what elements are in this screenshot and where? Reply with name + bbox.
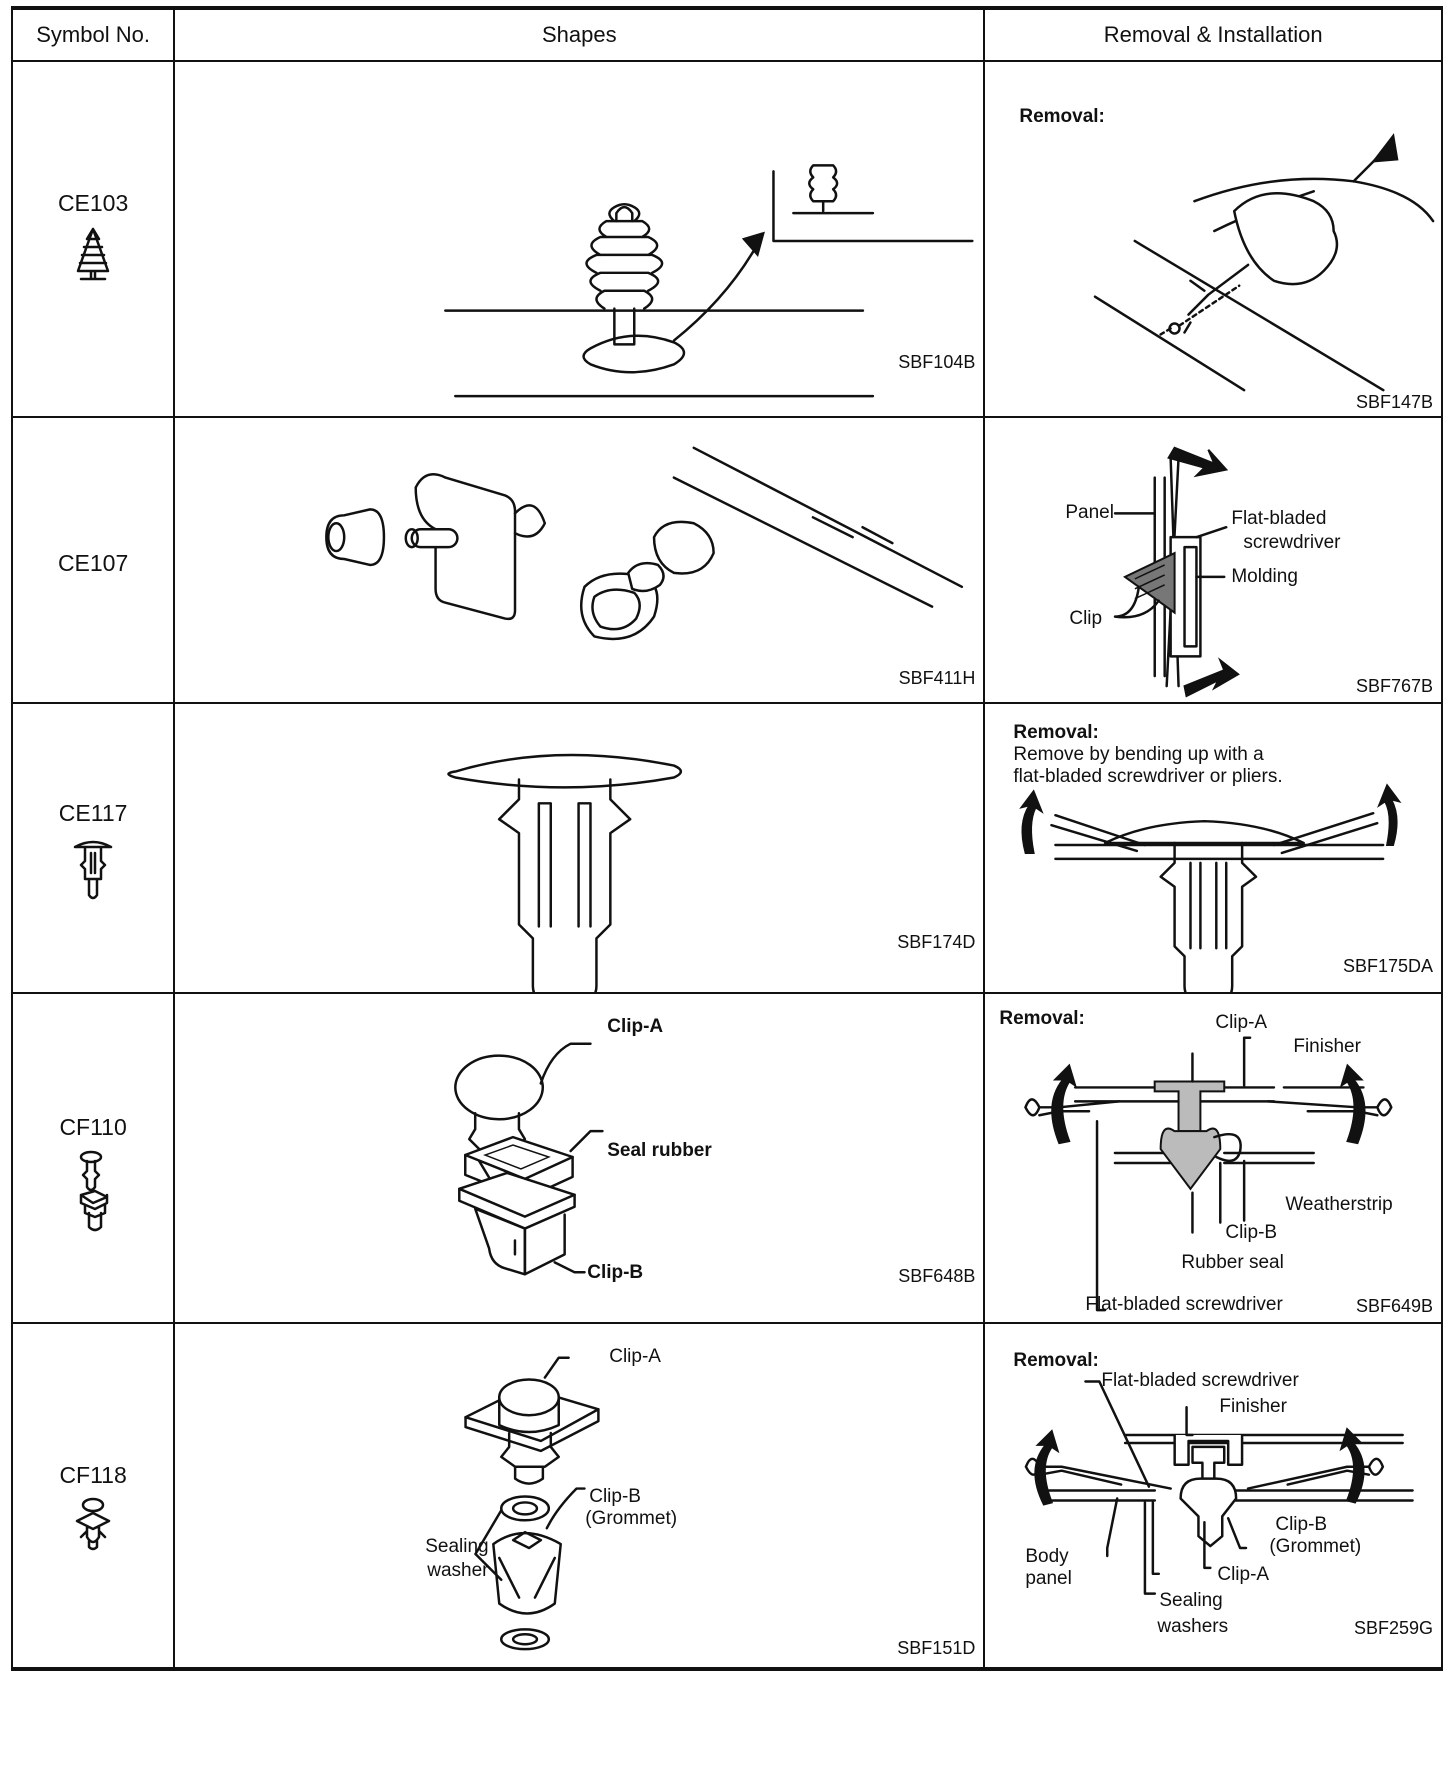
label-weatherstrip: Weatherstrip xyxy=(1285,1194,1393,1215)
symbol-cell: CE117 xyxy=(10,702,176,994)
label-clip-a: Clip-A xyxy=(609,1346,661,1367)
label-clip-a: Clip-A xyxy=(607,1016,664,1037)
label-finisher: Finisher xyxy=(1293,1036,1361,1057)
header-shapes: Shapes xyxy=(173,6,986,62)
clip-reference-table: Symbol No. Shapes Removal & Installation… xyxy=(10,6,1443,1671)
figure-code: SBF649B xyxy=(1355,1296,1433,1316)
cf118-symbol-icon xyxy=(75,1497,111,1551)
removal-cell: Panel Flat-bladed screwdriver Molding Cl… xyxy=(983,416,1443,704)
label-clip-a: Clip-A xyxy=(1215,1012,1268,1033)
label-flat-bladed-screwdriver: Flat-bladed screwdriver xyxy=(1085,1294,1283,1315)
cf118-removal-drawing xyxy=(1025,1380,1415,1595)
label-sealing: Sealing xyxy=(425,1536,489,1557)
label-clip: Clip xyxy=(1069,608,1103,629)
figure-code: SBF259G xyxy=(1353,1618,1433,1638)
ce117-shape-drawing xyxy=(447,753,683,992)
label-molding: Molding xyxy=(1231,566,1298,587)
removal-title: Removal: xyxy=(1013,1350,1099,1371)
label-clip-b: Clip-B xyxy=(589,1486,641,1507)
ce107-shape-drawing xyxy=(325,446,964,641)
removal-cell: Removal: Remove by bending up with a fla… xyxy=(983,702,1443,994)
cf110-removal-drawing xyxy=(1024,1036,1393,1312)
symbol-cell: CE107 xyxy=(10,416,176,704)
ce117-removal-drawing xyxy=(1019,783,1402,992)
removal-text: Remove by bending up with a xyxy=(1013,744,1264,765)
table-row: CE103 SBF104B Removal: xyxy=(10,60,1443,418)
figure-code: SBF147B xyxy=(1355,392,1433,412)
shape-cell: Clip-A Seal rubber Clip-B SBF648B xyxy=(173,992,986,1324)
removal-cell: Removal: Flat-bladed screwdriver Finishe… xyxy=(983,1322,1443,1671)
removal-cell: Removal: SBF147B xyxy=(983,60,1443,418)
symbol-code: CE103 xyxy=(57,190,129,216)
label-clip-b: Clip-B xyxy=(1275,1514,1328,1535)
removal-title: Removal: xyxy=(999,1008,1085,1029)
symbol-code: CF110 xyxy=(59,1114,127,1140)
label-grommet: (Grommet) xyxy=(585,1508,678,1529)
table-row: CE107 SBF411H xyxy=(10,416,1443,704)
label-body: Body xyxy=(1025,1546,1069,1567)
label-grommet: (Grommet) xyxy=(1269,1536,1362,1557)
symbol-cell: CE103 xyxy=(10,60,176,418)
figure-code: SBF648B xyxy=(898,1266,976,1286)
symbol-code: CE107 xyxy=(57,550,129,576)
header-row: Symbol No. Shapes Removal & Installation xyxy=(10,6,1443,62)
header-removal-installation: Removal & Installation xyxy=(983,6,1443,62)
cf110-shape-drawing xyxy=(454,1042,604,1276)
header-symbol-no: Symbol No. xyxy=(10,6,176,62)
removal-title: Removal: xyxy=(1013,722,1099,743)
label-clip-b: Clip-B xyxy=(587,1262,644,1283)
removal-text: flat-bladed screwdriver or pliers. xyxy=(1013,766,1283,787)
label-seal-rubber: Seal rubber xyxy=(607,1140,712,1161)
figure-code: SBF174D xyxy=(897,932,976,952)
figure-code: SBF151D xyxy=(897,1638,976,1658)
label-sealing: Sealing xyxy=(1159,1590,1223,1611)
cf118-shape-drawing xyxy=(464,1356,600,1651)
shape-cell: Clip-A Clip-B (Grommet) Sealing washer S… xyxy=(173,1322,986,1671)
symbol-cell: CF110 xyxy=(10,992,176,1324)
label-flat-bladed-screwdriver: Flat-bladed screwdriver xyxy=(1101,1370,1299,1391)
ce103-symbol-icon xyxy=(76,227,110,281)
cf110-symbol-icon xyxy=(79,1150,109,1232)
label-flat-bladed: Flat-bladed xyxy=(1231,508,1327,529)
label-washers: washers xyxy=(1157,1616,1229,1637)
ce117-symbol-icon xyxy=(73,840,113,900)
symbol-code: CF118 xyxy=(59,1462,127,1488)
figure-code: SBF104B xyxy=(898,352,976,372)
label-screwdriver: screwdriver xyxy=(1243,532,1341,553)
figure-code: SBF175DA xyxy=(1342,956,1433,976)
shape-cell: SBF411H xyxy=(173,416,986,704)
shape-cell: SBF104B xyxy=(173,60,986,418)
label-clip-a: Clip-A xyxy=(1217,1564,1270,1585)
table-row: CF110 Clip-A xyxy=(10,992,1443,1324)
label-rubber-seal: Rubber seal xyxy=(1181,1252,1284,1273)
label-finisher: Finisher xyxy=(1219,1396,1287,1417)
label-panel: panel xyxy=(1025,1568,1072,1589)
figure-code: SBF411H xyxy=(898,668,976,688)
symbol-code: CE117 xyxy=(58,800,128,826)
ce107-removal-drawing xyxy=(1114,446,1241,698)
symbol-cell: CF118 xyxy=(10,1322,176,1671)
label-panel: Panel xyxy=(1065,502,1114,523)
label-clip-b: Clip-B xyxy=(1225,1222,1278,1243)
ce103-removal-drawing xyxy=(1094,133,1435,392)
figure-code: SBF767B xyxy=(1355,676,1433,696)
table-row: CE117 SBF174D Removal: Remove by bending… xyxy=(10,702,1443,994)
removal-cell: Removal: Clip-A Finisher Weatherstrip Cl… xyxy=(983,992,1443,1324)
table-row: CF118 xyxy=(10,1322,1443,1671)
label-washer: washer xyxy=(427,1560,489,1581)
shape-cell: SBF174D xyxy=(173,702,986,994)
ce103-shape-drawing xyxy=(444,164,974,398)
removal-title: Removal: xyxy=(1019,106,1105,127)
